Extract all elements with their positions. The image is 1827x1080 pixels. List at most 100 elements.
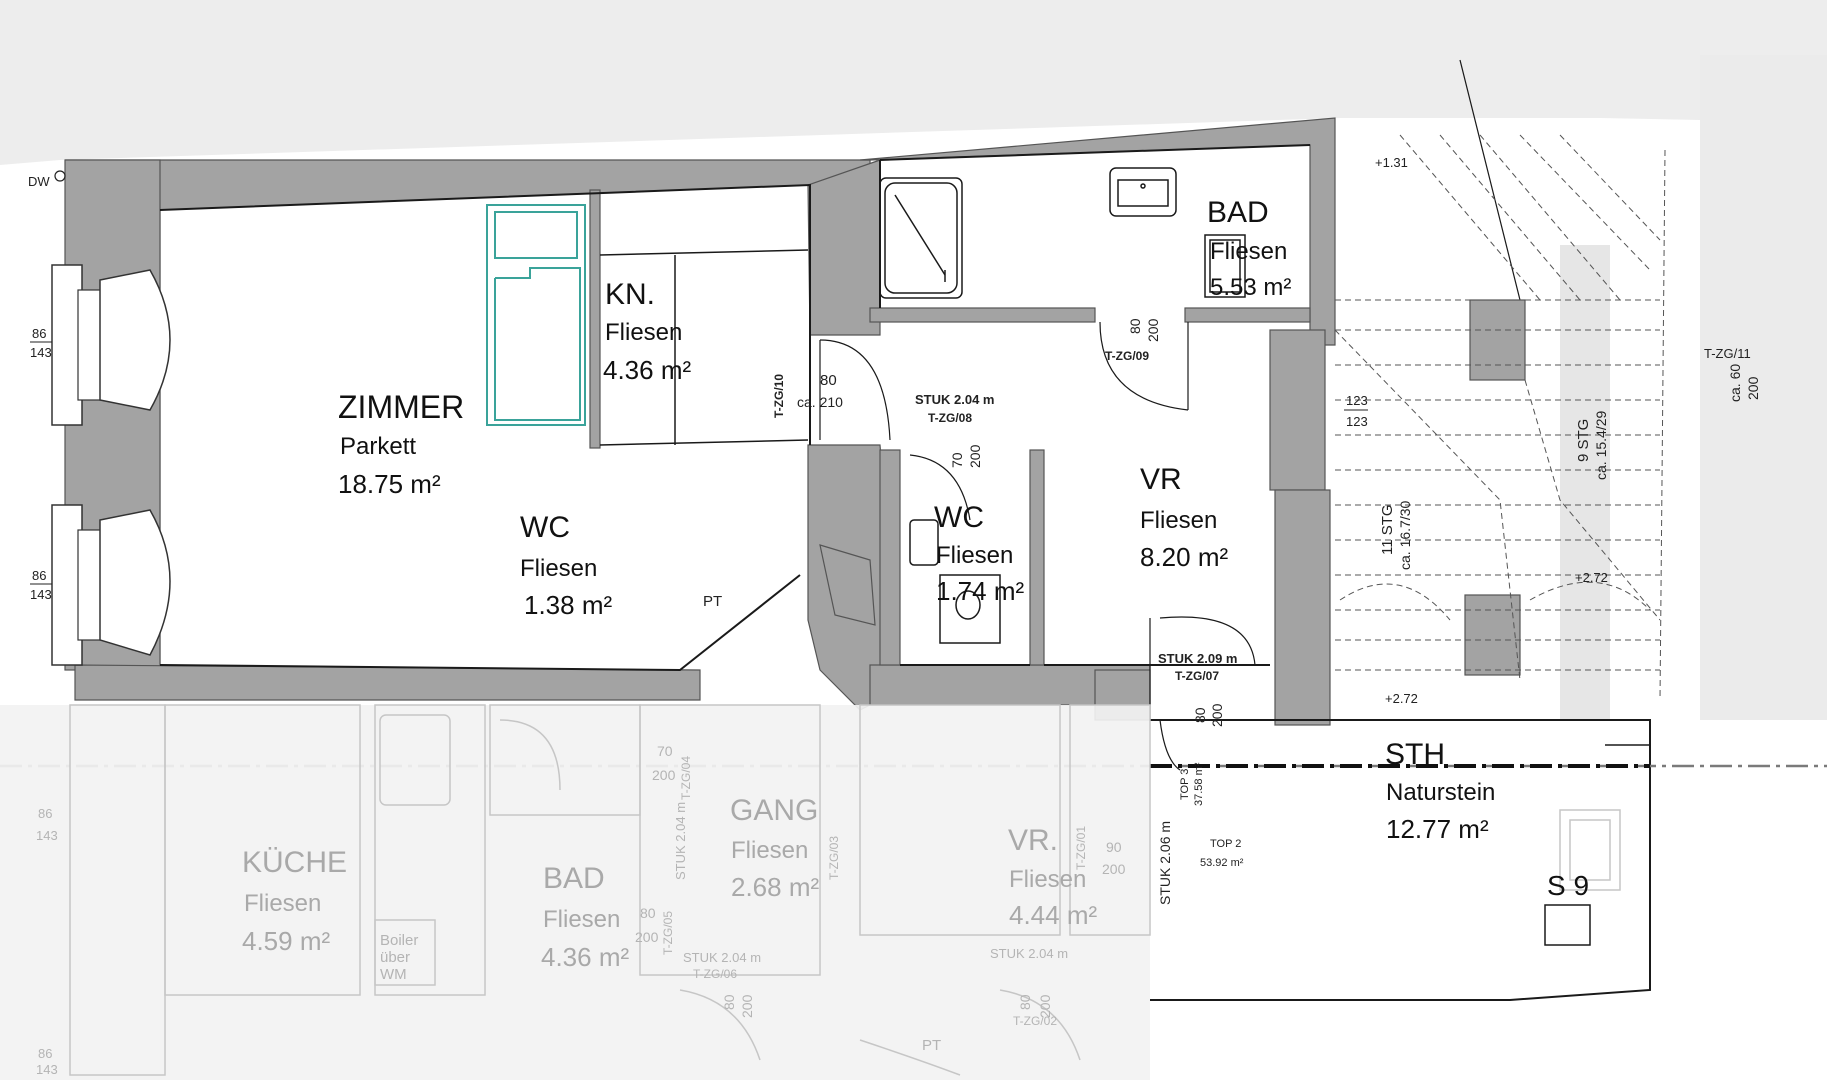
room-name-wc-left: WC: [520, 511, 570, 544]
door-bad-width: 80: [1127, 318, 1143, 334]
room-area-vr: 8.20 m²: [1140, 542, 1228, 572]
faded-room-area-gang: 2.68 m²: [731, 872, 819, 902]
level-2-label: +2.72: [1575, 570, 1608, 585]
door-sth-height: 200: [1209, 703, 1225, 727]
faded-tzg05: T-ZG/05: [661, 911, 675, 955]
faded-room-area-kueche: 4.59 m²: [242, 926, 330, 956]
door-kn-width: 80: [820, 372, 837, 389]
door-kn-height: ca. 210: [797, 394, 843, 410]
door-wc-width: 70: [949, 452, 965, 468]
room-area-bad: 5.53 m²: [1210, 274, 1291, 301]
top3-label: TOP 3: [1179, 769, 1191, 800]
stuk-2-label: STUK 2.09 m: [1158, 651, 1237, 666]
faded-room-area-bad: 4.36 m²: [541, 942, 629, 972]
boiler-box: [1204, 234, 1246, 298]
faded-w4-height: 143: [36, 1062, 58, 1077]
faded-room-name-kueche: KÜCHE: [242, 846, 347, 879]
room-floor-zimmer: Parkett: [340, 433, 416, 460]
dw-symbol: [54, 170, 66, 182]
pt-label: PT: [703, 593, 722, 610]
faded-d3-width: 80: [721, 994, 737, 1010]
room-label-zimmer: ZIMMER Parkett 18.75 m²: [338, 389, 464, 499]
win-vr-width: 123: [1346, 393, 1368, 408]
door-sth-width: 80: [1192, 707, 1208, 723]
stair-right-steps: 9 STG: [1575, 419, 1592, 462]
faded-room-vr: VR. Fliesen 4.44 m²: [1008, 824, 1097, 930]
room-area-sth: 12.77 m²: [1386, 814, 1489, 844]
annotations: DW 86 143 86 143 80 ca. 210 T-ZG/10 STUK…: [28, 155, 1761, 905]
room-name-zimmer: ZIMMER: [338, 389, 464, 425]
room-label-wc-mid: WC Fliesen 1.74 m²: [934, 501, 1024, 606]
faded-tzg04: T-ZG/04: [679, 756, 693, 800]
wc-basin: [909, 519, 1001, 644]
tzg11-label: T-ZG/11: [1704, 346, 1751, 361]
stuk-1-label: STUK 2.04 m: [915, 392, 994, 407]
room-name-vr: VR: [1140, 463, 1182, 496]
room-area-wc-left: 1.38 m²: [524, 590, 612, 620]
faded-w3-width: 86: [38, 806, 52, 821]
faded-w4-width: 86: [38, 1046, 52, 1061]
shower-fixture: [879, 177, 963, 299]
faded-pt: PT: [922, 1037, 941, 1054]
win-vr-height: 123: [1346, 414, 1368, 429]
stair-right-ratio: ca. 15.4/29: [1593, 411, 1609, 480]
room-area-zimmer: 18.75 m²: [338, 469, 441, 499]
s9-label: S 9: [1547, 870, 1589, 901]
window-bay-bottom: [51, 504, 171, 666]
kitchen-counter: [599, 249, 809, 446]
tzg09-label: T-ZG/09: [1105, 349, 1149, 363]
dw-label: DW: [28, 174, 50, 189]
room-floor-kn: Fliesen: [605, 319, 682, 346]
room-name-kn: KN.: [605, 278, 655, 311]
faded-d3-height: 200: [739, 994, 755, 1018]
faded-room-bad: BAD Fliesen 4.36 m²: [541, 862, 629, 972]
faded-d4-width: 90: [1106, 839, 1122, 855]
tzg10-label: T-ZG/10: [772, 374, 786, 418]
top2-label: TOP 2: [1210, 838, 1241, 850]
door-bad-height: 200: [1145, 318, 1161, 342]
level-1-label: +1.31: [1375, 155, 1408, 170]
window-bay-top: [51, 264, 171, 426]
faded-d1-height: 200: [652, 767, 676, 783]
faded-room-floor-gang: Fliesen: [731, 837, 808, 864]
room-name-sth: STH: [1385, 738, 1445, 771]
faded-room-name-bad: BAD: [543, 862, 605, 895]
room-floor-wc-mid: Fliesen: [936, 542, 1013, 569]
faded-w3-height: 143: [36, 828, 58, 843]
faded-d2-height: 200: [635, 929, 659, 945]
landing-outline: [1544, 744, 1651, 946]
washbasin-fixture: [1109, 167, 1177, 217]
window-2-width: 86: [32, 568, 46, 583]
faded-boiler-line-1: Boiler: [380, 932, 418, 949]
faded-tzg02: T-ZG/02: [1013, 1014, 1057, 1028]
faded-boiler-note: Boiler über WM: [380, 932, 418, 983]
level-3-label: +2.72: [1385, 691, 1418, 706]
room-floor-vr: Fliesen: [1140, 507, 1217, 534]
room-label-sth: STH Naturstein 12.77 m²: [1385, 738, 1495, 844]
faded-d4-height: 200: [1102, 861, 1126, 877]
faded-tzg03: T-ZG/03: [827, 836, 841, 880]
faded-d2-width: 80: [640, 905, 656, 921]
faded-room-floor-kueche: Fliesen: [244, 890, 321, 917]
door-wc-height: 200: [967, 444, 983, 468]
faded-room-kueche: KÜCHE Fliesen 4.59 m²: [242, 846, 347, 956]
faded-d5-width: 80: [1017, 994, 1033, 1010]
top2-area: 53.92 m²: [1200, 857, 1244, 869]
faded-adjacent-unit: [0, 704, 1621, 1080]
stuk-3-label: STUK 2.06 m: [1157, 821, 1173, 905]
bed-furniture: [486, 204, 586, 426]
faded-d1-width: 70: [657, 743, 673, 759]
window-1-width: 86: [32, 326, 46, 341]
faded-room-floor-bad: Fliesen: [543, 906, 620, 933]
room-area-wc-mid: 1.74 m²: [936, 576, 1024, 606]
faded-room-area-vr: 4.44 m²: [1009, 900, 1097, 930]
room-floor-sth: Naturstein: [1386, 779, 1495, 806]
stair-left-ratio: ca. 16.7/30: [1397, 501, 1413, 570]
faded-boiler-line-3: WM: [380, 966, 407, 983]
faded-tzg01: T-ZG/01: [1074, 826, 1088, 870]
faded-boiler-line-2: über: [380, 949, 410, 966]
faded-room-gang: GANG Fliesen 2.68 m²: [730, 794, 819, 902]
stair-left-steps: 11 STG: [1379, 504, 1396, 555]
faded-stuk-4: STUK 2.04 m: [673, 802, 688, 880]
